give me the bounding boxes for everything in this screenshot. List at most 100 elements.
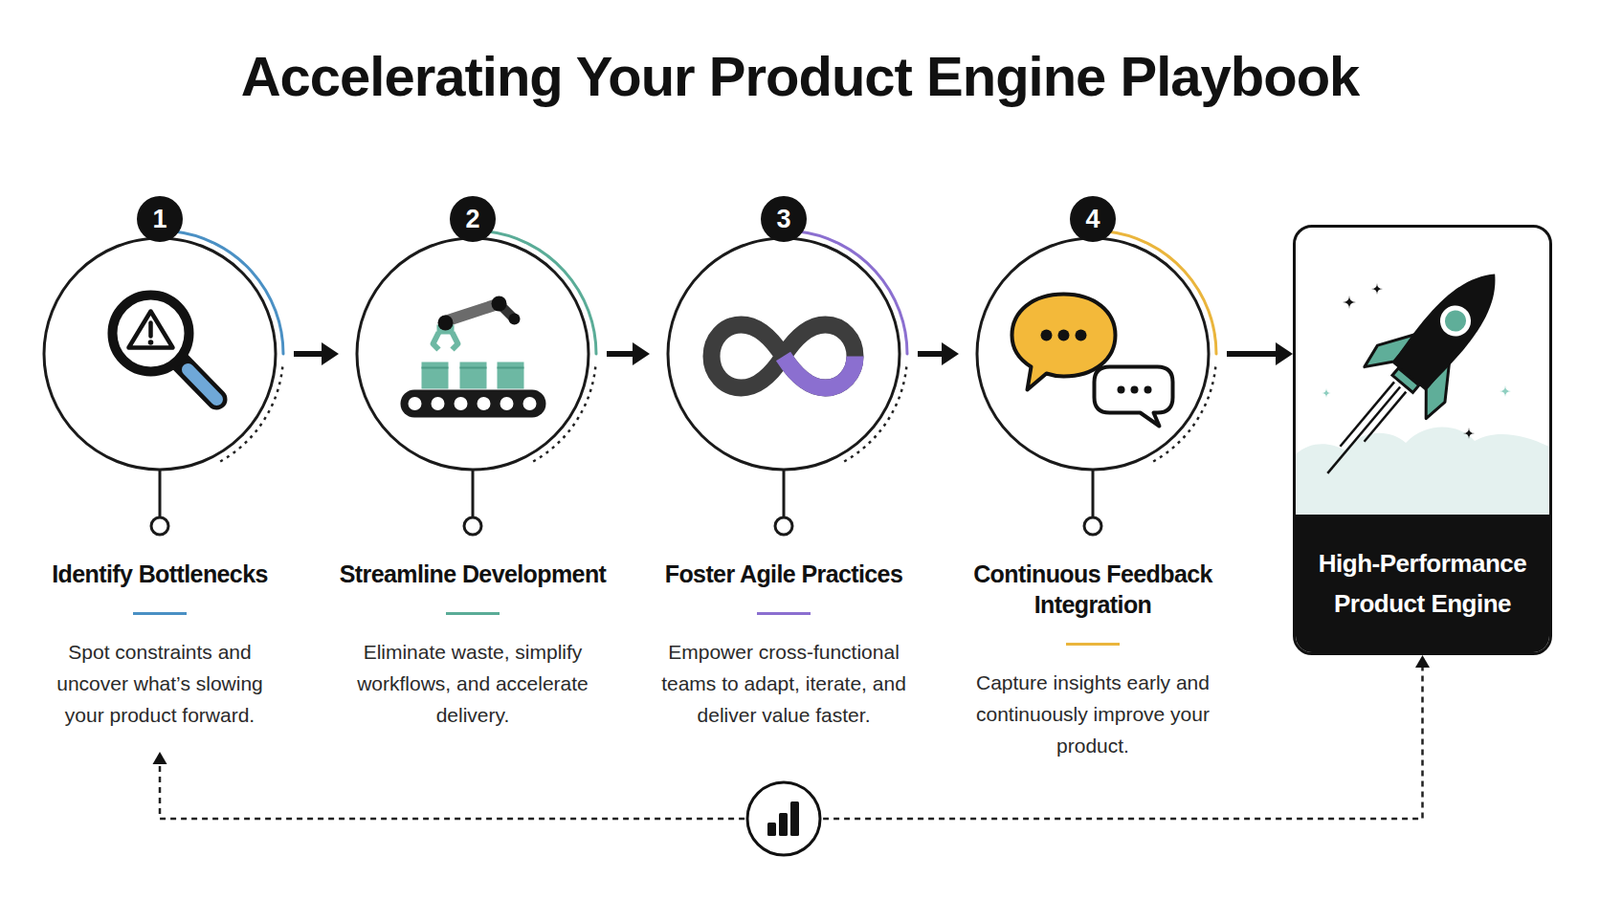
connector-line	[293, 351, 326, 357]
leader-stem	[464, 517, 482, 535]
rocket-illustration	[1499, 385, 1512, 398]
conveyor-icon	[422, 362, 449, 390]
chat-icon	[1117, 386, 1126, 395]
metrics-icon	[747, 782, 821, 856]
diagram-title: Accelerating Your Product Engine Playboo…	[0, 36, 1600, 117]
rocket-illustration	[1327, 386, 1400, 473]
chat-icon	[1058, 330, 1070, 342]
chat-icon	[1012, 294, 1174, 427]
conveyor-icon	[431, 397, 445, 411]
step-number-badge: 2	[449, 196, 496, 243]
metrics-icon	[790, 801, 800, 837]
rocket-illustration	[1295, 427, 1550, 518]
chat-icon	[1144, 386, 1153, 395]
step-heading: Continuous Feedback Integration	[939, 558, 1246, 621]
magnifier-icon	[177, 358, 218, 400]
conveyor-icon	[433, 333, 459, 351]
leader-stem	[782, 469, 786, 518]
conveyor-icon	[491, 296, 508, 312]
metrics-icon	[743, 778, 824, 860]
conveyor-icon	[509, 313, 521, 326]
arrow-head	[1275, 342, 1293, 366]
arrow-head	[153, 752, 168, 765]
step-text-block: Identify BottlenecksSpot constraints and…	[6, 558, 313, 732]
outcome-box: High-Performance Product Engine	[1292, 224, 1553, 656]
arrow-head	[632, 342, 650, 366]
conveyor-icon	[460, 367, 488, 370]
conveyor-icon	[454, 397, 468, 411]
step-circle	[977, 238, 1209, 470]
conveyor-icon	[408, 397, 423, 411]
outcome-band: High-Performance Product Engine	[1295, 514, 1550, 653]
connector-line	[159, 665, 1423, 820]
callout-number: 3	[776, 204, 791, 234]
heading-underline	[756, 612, 811, 616]
dotted-arc	[531, 367, 597, 464]
conveyor-icon	[500, 397, 514, 411]
outcome-label: High-Performance Product Engine	[1301, 543, 1544, 624]
conveyor-icon	[497, 367, 525, 370]
chat-icon	[1012, 294, 1116, 391]
leader-stem	[158, 469, 162, 518]
conveyor-icon	[438, 315, 454, 332]
step-description: Spot constraints and uncover what’s slow…	[34, 636, 286, 732]
connector-line	[1226, 351, 1280, 357]
callout-number: 4	[1085, 204, 1100, 234]
rocket-illustration	[1293, 245, 1550, 518]
flow-arrow	[1226, 342, 1293, 366]
step-number-badge: 1	[136, 196, 183, 243]
metrics-icon	[767, 822, 777, 837]
conveyor-icon	[400, 296, 547, 419]
dotted-arc	[218, 367, 284, 464]
leader-stem	[151, 517, 169, 535]
step-description: Eliminate waste, simplify workflows, and…	[347, 636, 599, 732]
rocket-illustration	[1463, 427, 1475, 440]
step-circle	[667, 238, 900, 470]
conveyor-icon	[446, 304, 500, 322]
infinity-icon	[711, 325, 856, 389]
infinity-icon	[711, 325, 856, 389]
conveyor-icon	[497, 362, 525, 390]
magnifier-icon	[148, 339, 155, 346]
rocket-illustration	[1433, 299, 1477, 343]
step-circle	[44, 238, 1209, 470]
rocket-illustration	[1392, 368, 1420, 394]
step-heading: Identify Bottlenecks	[6, 558, 313, 590]
magnifier-icon	[112, 295, 218, 400]
heading-underline	[445, 612, 500, 616]
rocket-illustration	[1364, 392, 1407, 443]
step-description: Empower cross-functional teams to adapt,…	[658, 636, 910, 732]
chat-icon	[1075, 330, 1088, 342]
rocket-illustration	[1321, 388, 1332, 399]
conveyor-icon	[422, 367, 449, 370]
magnifier-icon	[148, 323, 154, 337]
progress-arc	[486, 231, 598, 355]
arrow-head	[941, 342, 959, 366]
step-text-block: Streamline DevelopmentEliminate waste, s…	[319, 558, 626, 732]
arrow-head	[321, 342, 339, 366]
step-heading: Foster Agile Practices	[630, 558, 937, 590]
flow-arrow	[293, 342, 339, 366]
conveyor-icon	[460, 362, 488, 390]
chat-icon	[1094, 367, 1174, 427]
step-text-block: Foster Agile PracticesEmpower cross-func…	[630, 558, 937, 732]
callout-number: 1	[152, 204, 167, 234]
step-heading: Streamline Development	[319, 558, 626, 590]
magnifier-icon	[112, 295, 190, 373]
leader-stem	[471, 469, 475, 518]
arrow-head	[1415, 655, 1430, 668]
rocket-illustration	[1293, 245, 1529, 503]
connector-line	[606, 351, 637, 357]
rocket-illustration	[1342, 295, 1356, 310]
rocket-illustration	[1441, 306, 1471, 336]
infinity-icon	[783, 356, 856, 389]
step-circle	[44, 238, 276, 470]
leader-stem	[151, 469, 1102, 535]
step-circle	[356, 238, 589, 470]
leader-stem	[1091, 469, 1095, 518]
flow-arrow	[606, 342, 650, 366]
leader-stem	[1084, 517, 1102, 535]
